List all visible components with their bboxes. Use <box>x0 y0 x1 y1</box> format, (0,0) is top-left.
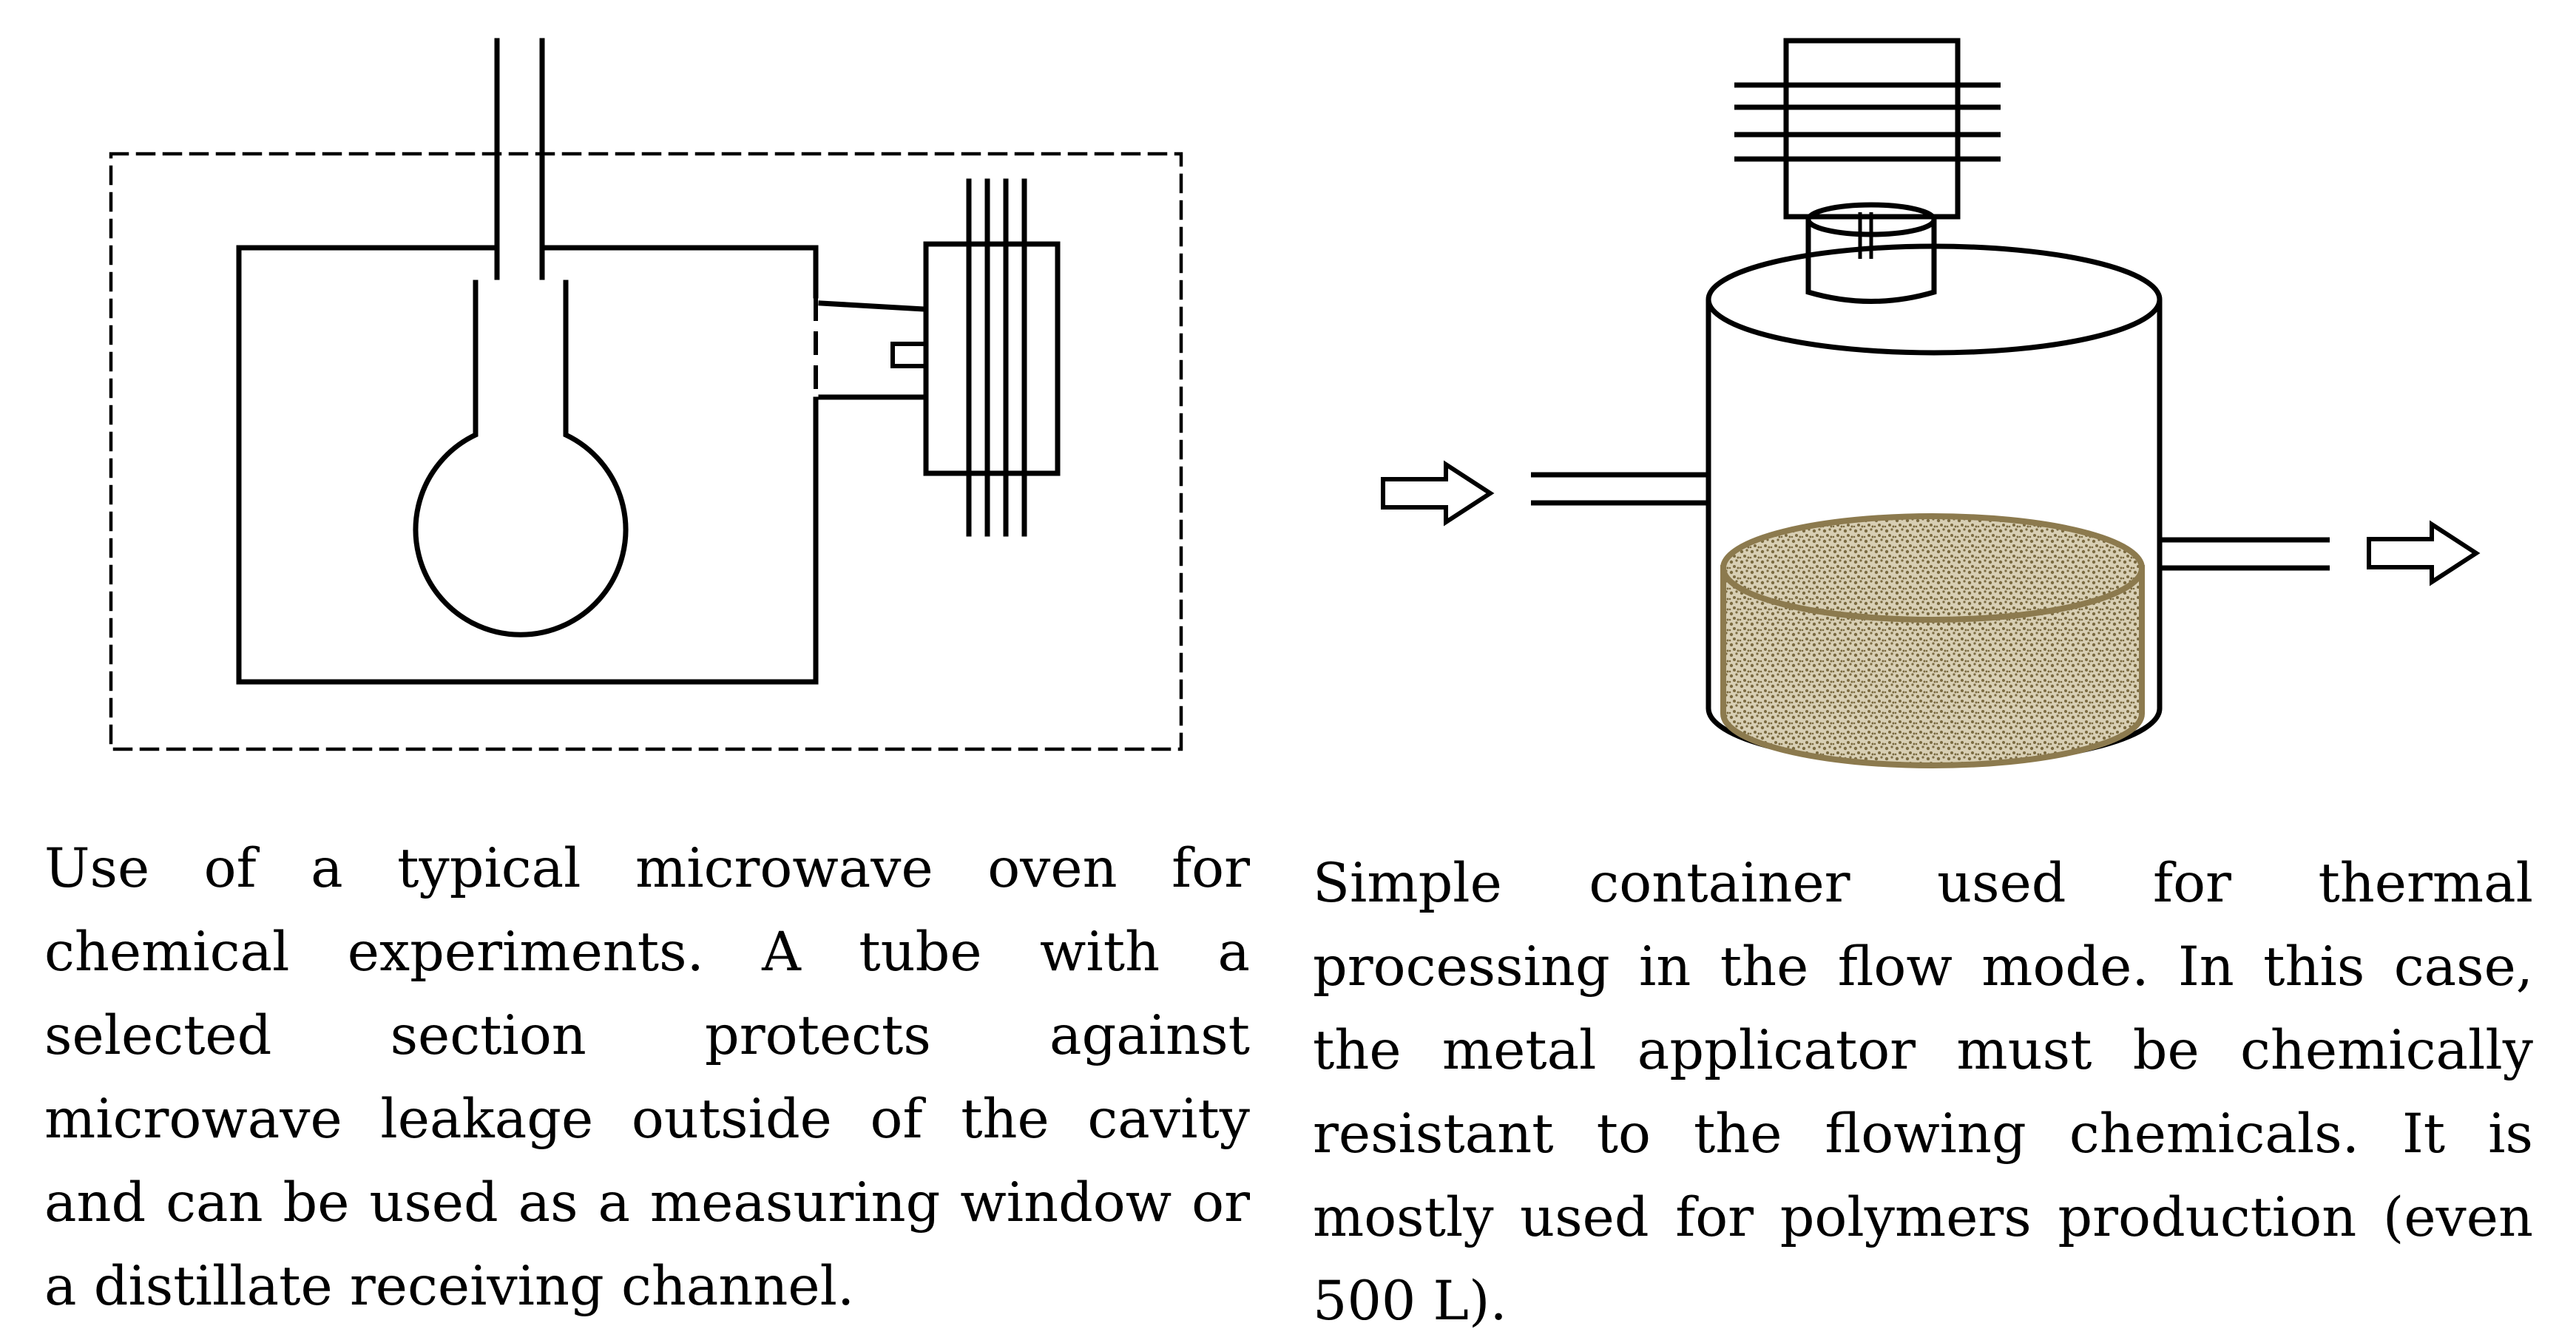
magnetron-body <box>923 241 1061 476</box>
microwave-oven-diagram <box>109 38 1183 751</box>
diagram-canvas <box>109 38 2481 768</box>
waveguide-top <box>818 300 927 312</box>
caption-flow-container: Simple container used for thermal proces… <box>1313 852 2533 1333</box>
inlet-flow-arrow <box>1381 460 1495 527</box>
coupling-neck <box>1805 220 1937 304</box>
granular-bed-body <box>1720 565 2145 768</box>
flow-container-diagram <box>1381 38 2481 767</box>
oven-cavity-top-right <box>543 245 819 299</box>
magnetron-top-body <box>1783 38 1961 220</box>
granular-bed-top <box>1720 513 2145 623</box>
caption-microwave-oven: Use of a typical microwave oven for chem… <box>44 837 1250 1318</box>
outlet-flow-arrow <box>2367 520 2481 586</box>
oven-cavity <box>236 245 819 685</box>
round-bottom-flask <box>413 280 629 637</box>
shield-enclosure <box>109 152 1183 751</box>
magnetron-antenna <box>890 342 928 368</box>
granular-bed <box>1720 513 2145 768</box>
